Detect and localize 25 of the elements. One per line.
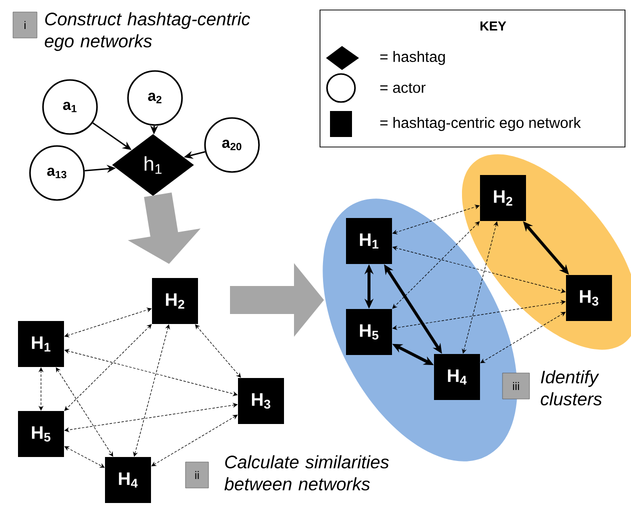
step-caption: Calculate similarities between networks (224, 455, 389, 490)
network-square: H$_{1}$ (346, 218, 392, 264)
arrow (392, 221, 480, 309)
step-badge: ii (185, 462, 209, 488)
network-square: H$_{5}$ (346, 309, 392, 355)
legend-text: = actor (380, 83, 426, 93)
network-square: H$_{1}$ (18, 321, 64, 367)
arrow (56, 367, 114, 457)
legend-title: KEY (480, 22, 506, 30)
network-square: H$_{3}$ (566, 275, 612, 321)
network-square: H$_{5}$ (18, 411, 64, 457)
network-square: H$_{4}$ (434, 354, 480, 400)
arrow (64, 324, 152, 411)
arrow (151, 414, 238, 466)
step-badge: i (12, 12, 38, 38)
arrow (480, 312, 566, 364)
step-caption: Construct hashtag-centric ego networks (44, 12, 250, 51)
network-square: H$_{2}$ (152, 278, 198, 324)
network-square: H$_{4}$ (105, 457, 151, 503)
network-square: H$_{2}$ (480, 175, 526, 221)
network-square: H$_{3}$ (238, 378, 284, 424)
legend-text: = hashtag (380, 51, 445, 65)
step-caption: Identify clusters (540, 370, 602, 406)
step-badge: iii (502, 372, 530, 400)
legend-text: = hashtag-centric ego network (380, 117, 581, 131)
